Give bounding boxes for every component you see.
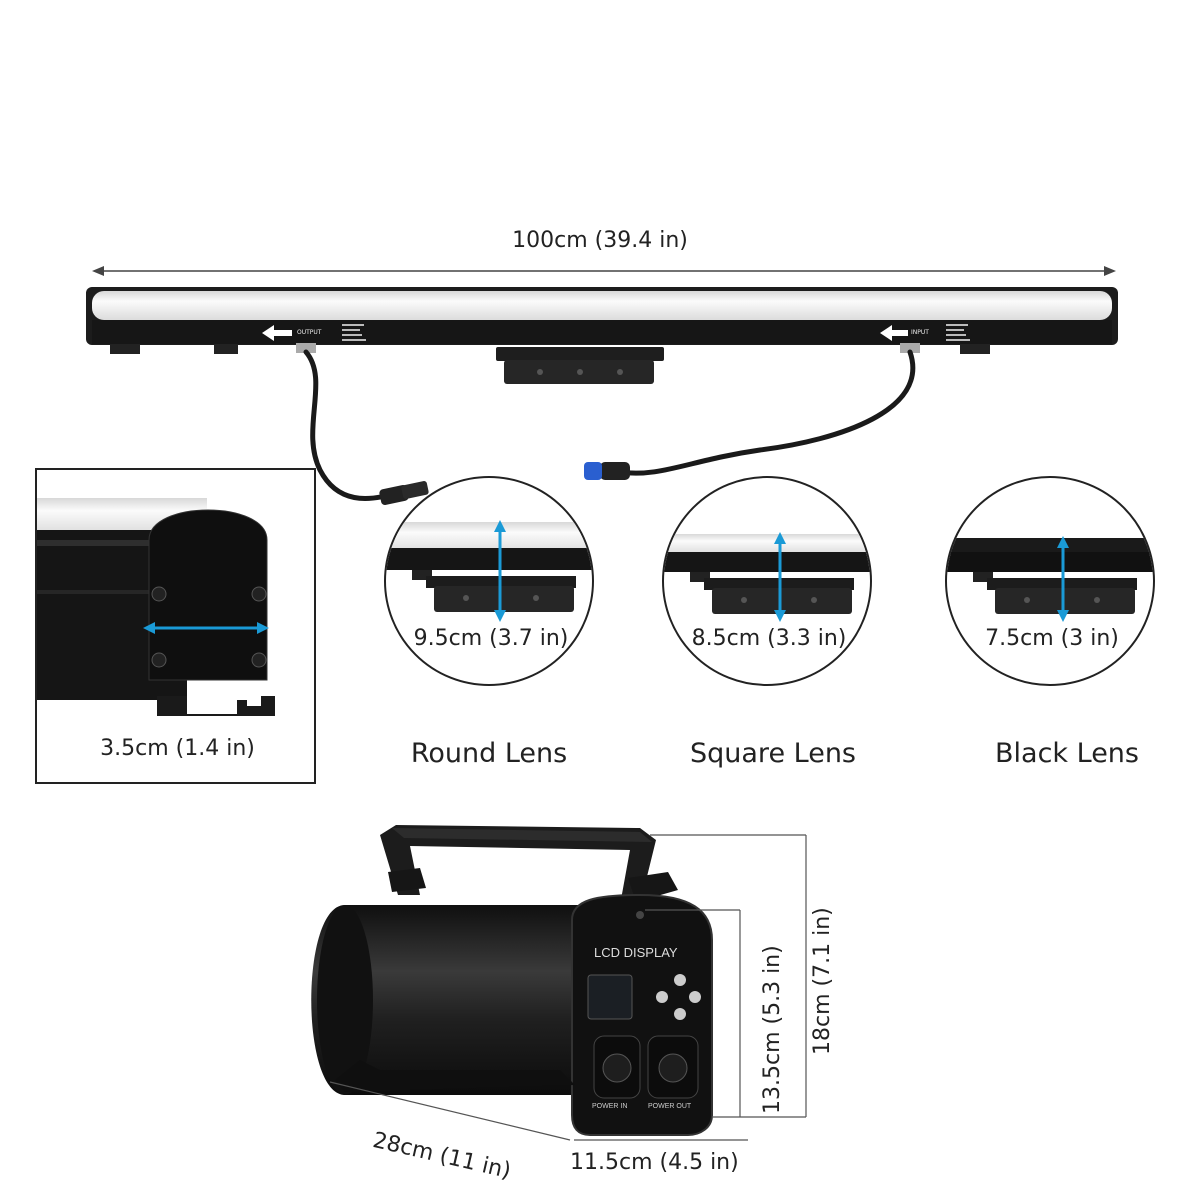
square-lens-height-arrow — [774, 532, 786, 622]
square-lens-title: Square Lens — [690, 738, 856, 769]
end-cap-width-arrow — [143, 622, 269, 634]
bar-length-label: 100cm (39.4 in) — [512, 228, 688, 253]
cable-connectors — [379, 462, 630, 505]
black-lens-height-arrow — [1057, 536, 1069, 622]
end-cap-inset: 3.5cm (1.4 in) — [35, 468, 316, 784]
round-lens-circle: 9.5cm (3.7 in) — [384, 476, 594, 686]
bar-length-dimension — [92, 266, 1116, 276]
lcd-screen — [587, 974, 633, 1020]
cables — [303, 349, 916, 501]
controller-handle — [380, 825, 678, 905]
controller-button-icon — [689, 991, 701, 1003]
controller-button-icon — [656, 991, 668, 1003]
controller-dimensions — [329, 834, 807, 1141]
controller-width-label: 11.5cm (4.5 in) — [570, 1150, 739, 1175]
round-lens-title: Round Lens — [410, 738, 568, 769]
controller-button-icon — [674, 1008, 686, 1020]
black-lens-height-label: 7.5cm (3 in) — [985, 626, 1119, 651]
square-lens-circle: 8.5cm (3.3 in) — [662, 476, 872, 686]
controller-button-icon — [674, 974, 686, 986]
lcd-display-label: LCD DISPLAY — [594, 945, 678, 960]
power-out-label: POWER OUT — [648, 1103, 692, 1110]
output-label: OUTPUT — [297, 329, 322, 336]
end-cap-width-label: 3.5cm (1.4 in) — [100, 736, 255, 761]
round-lens-height-arrow — [494, 520, 506, 622]
controller-total-height-label: 18cm (7.1 in) — [810, 907, 835, 1055]
input-label: INPUT — [911, 329, 929, 336]
led-bar — [86, 287, 1118, 384]
input-arrow-icon — [880, 325, 908, 341]
round-lens-height-label: 9.5cm (3.7 in) — [413, 626, 569, 651]
power-in-label: POWER IN — [592, 1103, 628, 1110]
square-lens-height-label: 8.5cm (3.3 in) — [691, 626, 847, 651]
black-lens-circle: 7.5cm (3 in) — [945, 476, 1155, 686]
output-arrow-icon — [262, 325, 292, 341]
controller-body-height-label: 13.5cm (5.3 in) — [760, 945, 785, 1114]
black-lens-title: Black Lens — [995, 738, 1139, 769]
controller-body — [311, 893, 713, 1136]
